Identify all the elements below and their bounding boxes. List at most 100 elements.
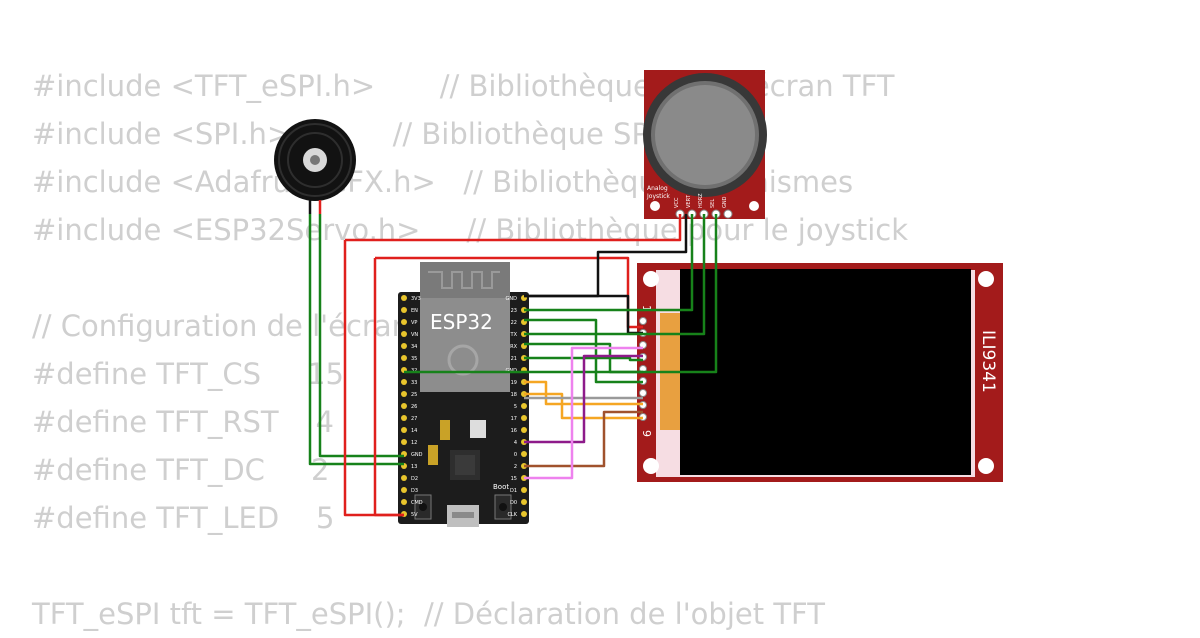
wire-gnd-black <box>524 294 643 335</box>
esp32-pin-left[interactable] <box>401 487 407 493</box>
esp32-board[interactable]: ESP32 Boot 3V3ENVPVN343532332526271412GN… <box>398 262 529 527</box>
wire-joystick-sel <box>404 214 718 374</box>
joystick-pin-vert: VERT <box>686 194 692 208</box>
esp32-pin-label: 22 <box>511 320 517 326</box>
esp32-pin-label: TX <box>510 332 518 338</box>
esp32-antenna <box>420 262 510 298</box>
esp32-pin-label: 5V <box>411 512 418 518</box>
esp32-pin-right[interactable] <box>521 427 527 433</box>
tft-pin-9-label: 9 <box>640 430 653 437</box>
tft-display[interactable]: ILI9341 1 9 <box>637 263 1003 482</box>
esp32-pin-label: RX <box>510 344 517 350</box>
wire-tft-cs <box>524 392 643 420</box>
wire-tft-brown <box>524 410 643 468</box>
esp32-pin-left[interactable] <box>401 439 407 445</box>
esp32-pin-label: 3V3 <box>411 296 421 302</box>
esp32-left-pins: 3V3ENVPVN343532332526271412GND13D2D3CMD5… <box>401 295 423 518</box>
code-line: #define TFT_RST 4 <box>32 405 334 439</box>
esp32-pin-left[interactable] <box>401 343 407 349</box>
esp32-pin-label: 16 <box>511 428 517 434</box>
esp32-pin-label: 21 <box>511 356 517 362</box>
esp32-pin-label: EN <box>411 308 418 314</box>
wire-tft-vcc <box>375 256 643 329</box>
code-line: TFT_eSPI tft = TFT_eSPI(); // Déclaratio… <box>32 597 825 631</box>
joystick-pin-horz: HORZ <box>698 193 704 208</box>
esp32-pin-label: 13 <box>411 464 417 470</box>
esp32-pin-right[interactable] <box>521 499 527 505</box>
code-line: #define TFT_DC 2 <box>32 453 330 487</box>
wire-joystick-horz <box>524 214 706 336</box>
esp32-pin-left[interactable] <box>401 391 407 397</box>
buzzer[interactable] <box>274 119 356 214</box>
wire-joystick-vcc <box>345 214 682 242</box>
joystick-pin-gnd: GND <box>722 196 728 208</box>
code-line: #define TFT_LED 5 <box>32 501 335 535</box>
esp32-pin-label: GND <box>411 452 423 458</box>
esp32-pin-label: 0 <box>514 452 517 458</box>
wires <box>308 214 718 517</box>
wire-buzzer-gnd <box>308 214 404 466</box>
esp32-label: ESP32 <box>430 310 493 334</box>
esp32-pin-label: CMD <box>411 500 423 506</box>
code-line: // Configuration de l'écran <box>32 309 411 343</box>
esp32-pin-right[interactable] <box>521 511 527 517</box>
esp32-pin-label: 33 <box>411 380 417 386</box>
esp32-pin-label: 4 <box>514 440 517 446</box>
esp32-pin-right[interactable] <box>521 451 527 457</box>
esp32-pin-left[interactable] <box>401 355 407 361</box>
esp32-pin-label: 35 <box>411 356 417 362</box>
esp32-pin-left[interactable] <box>401 403 407 409</box>
esp32-pin-label: 19 <box>511 380 517 386</box>
tft-pin-1-label: 1 <box>640 305 653 312</box>
esp32-pin-label: 2 <box>514 464 517 470</box>
esp32-pin-left[interactable] <box>401 319 407 325</box>
wire-tft-purple <box>524 354 643 444</box>
esp32-pin-left[interactable] <box>401 499 407 505</box>
wire-red-5v <box>373 258 404 517</box>
esp32-pin-left[interactable] <box>401 475 407 481</box>
esp32-pin-label: D1 <box>510 488 517 494</box>
esp32-pin-label: GND <box>506 296 518 302</box>
esp32-pin-label: 14 <box>411 428 417 434</box>
boot-label: Boot <box>493 483 509 491</box>
esp32-pin-right[interactable] <box>521 403 527 409</box>
joystick-pin-sel: SEL <box>710 199 716 208</box>
code-line: #include <SPI.h> // Bibliothèque SPI <box>32 117 658 151</box>
wire-joystick-vert <box>524 214 694 312</box>
esp32-pin-label: D0 <box>510 500 517 506</box>
esp32-pin-right[interactable] <box>521 487 527 493</box>
esp32-pin-left[interactable] <box>401 331 407 337</box>
esp32-pin-label: 34 <box>411 344 417 350</box>
joystick-label-1: Analog <box>647 185 668 192</box>
wire-tft-pink <box>524 346 643 480</box>
esp32-pin-label: 5 <box>514 404 517 410</box>
esp32-pin-label: D3 <box>411 488 418 494</box>
joystick-label-2: Joystick <box>646 193 670 200</box>
esp32-pin-right[interactable] <box>521 415 527 421</box>
esp32-pin-left[interactable] <box>401 307 407 313</box>
wire-tft-miso <box>524 356 643 362</box>
esp32-pin-label: 18 <box>511 392 517 398</box>
tft-label: ILI9341 <box>978 330 998 393</box>
wire-tft-mosi <box>524 318 643 384</box>
esp32-pin-label: 25 <box>411 392 417 398</box>
code-line: #define TFT_CS 15 <box>32 357 345 391</box>
esp32-pin-label: 26 <box>411 404 417 410</box>
esp32-logo-icon <box>447 344 479 376</box>
joystick-module[interactable]: Analog Joystick VCC VERT HORZ SEL GND <box>643 70 767 219</box>
code-line: #include <ESP32Servo.h> // Bibliothèque … <box>32 213 909 247</box>
esp32-pin-left[interactable] <box>401 427 407 433</box>
esp32-pin-label: VP <box>411 320 417 326</box>
esp32-pin-label: 15 <box>511 476 517 482</box>
esp32-pin-left[interactable] <box>401 379 407 385</box>
esp32-pin-label: 23 <box>511 308 517 314</box>
esp32-pin-left[interactable] <box>401 295 407 301</box>
esp32-pin-label: 12 <box>411 440 417 446</box>
esp32-pin-label: D2 <box>411 476 418 482</box>
tft-screen <box>680 269 971 475</box>
esp32-pin-label: CLK <box>507 512 517 518</box>
esp32-pin-left[interactable] <box>401 415 407 421</box>
esp32-pin-label: VN <box>411 332 418 338</box>
